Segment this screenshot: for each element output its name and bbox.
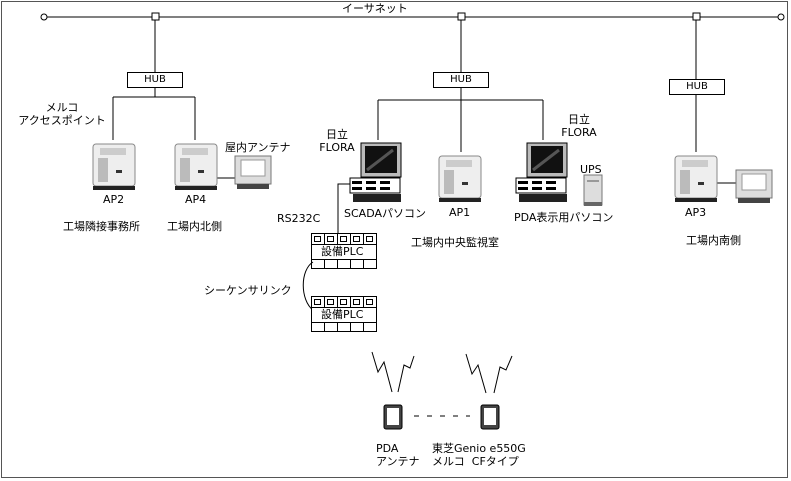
tap-1 bbox=[151, 12, 160, 21]
pda-device-2 bbox=[480, 404, 500, 430]
equipment-plc-2: 設備PLC bbox=[311, 296, 377, 336]
backbone-terminator-right bbox=[777, 13, 785, 21]
access-point-device-ap2 bbox=[92, 143, 136, 190]
pda-model-label: 東芝Genio e550G メルコ CFタイプ bbox=[432, 442, 526, 468]
plc-label: 設備PLC bbox=[311, 307, 377, 323]
hub-left: HUB bbox=[127, 72, 183, 88]
sequence-link-label: シーケンサリンク bbox=[204, 284, 292, 297]
ap3-label: AP3 bbox=[685, 206, 707, 219]
access-point-device-ap1 bbox=[438, 155, 482, 202]
tap-2 bbox=[457, 12, 466, 21]
hub-center: HUB bbox=[433, 72, 489, 88]
wireless-signal-2 bbox=[397, 355, 415, 393]
hub-right: HUB bbox=[669, 79, 725, 95]
scada-pc-device bbox=[349, 142, 402, 202]
central-room-label: 工場内中央監視室 bbox=[411, 236, 499, 249]
pda-label: PDA アンテナ bbox=[376, 442, 420, 468]
backbone-terminator-left bbox=[40, 13, 48, 21]
access-point-device-ap4 bbox=[174, 143, 218, 190]
ups-device bbox=[583, 174, 603, 206]
wireless-signal-1 bbox=[371, 351, 393, 393]
melco-ap-label: メルコ アクセスポイント bbox=[18, 101, 106, 127]
hitachi-flora-label-2: 日立 FLORA bbox=[561, 113, 597, 139]
ap4-location-label: 工場内北側 bbox=[167, 220, 222, 233]
pda-display-pc-device bbox=[515, 142, 568, 202]
ap2-label: AP2 bbox=[103, 193, 125, 206]
plc-label: 設備PLC bbox=[311, 244, 377, 260]
wireless-signal-3 bbox=[465, 353, 487, 394]
ups-label: UPS bbox=[580, 163, 602, 176]
scada-pc-label: SCADAパソコン bbox=[344, 207, 426, 220]
indoor-antenna-device-1 bbox=[234, 155, 272, 189]
ap2-location-label: 工場隣接事務所 bbox=[63, 220, 140, 233]
hitachi-flora-label-1: 日立 FLORA bbox=[319, 128, 355, 154]
pda-display-pc-label: PDA表示用パソコン bbox=[514, 211, 614, 224]
equipment-plc-1: 設備PLC bbox=[311, 233, 377, 273]
ethernet-label: イーサネット bbox=[342, 2, 408, 15]
indoor-antenna-label: 屋内アンテナ bbox=[225, 141, 291, 154]
wireless-signal-4 bbox=[493, 355, 513, 394]
ap3-location-label: 工場内南側 bbox=[686, 234, 741, 247]
rs232c-label: RS232C bbox=[277, 212, 321, 225]
tap-3 bbox=[692, 12, 701, 21]
indoor-antenna-device-2 bbox=[735, 169, 773, 203]
pda-device-1 bbox=[383, 404, 403, 430]
access-point-device-ap3 bbox=[674, 155, 718, 202]
ap4-label: AP4 bbox=[185, 193, 207, 206]
ap1-label: AP1 bbox=[449, 206, 471, 219]
